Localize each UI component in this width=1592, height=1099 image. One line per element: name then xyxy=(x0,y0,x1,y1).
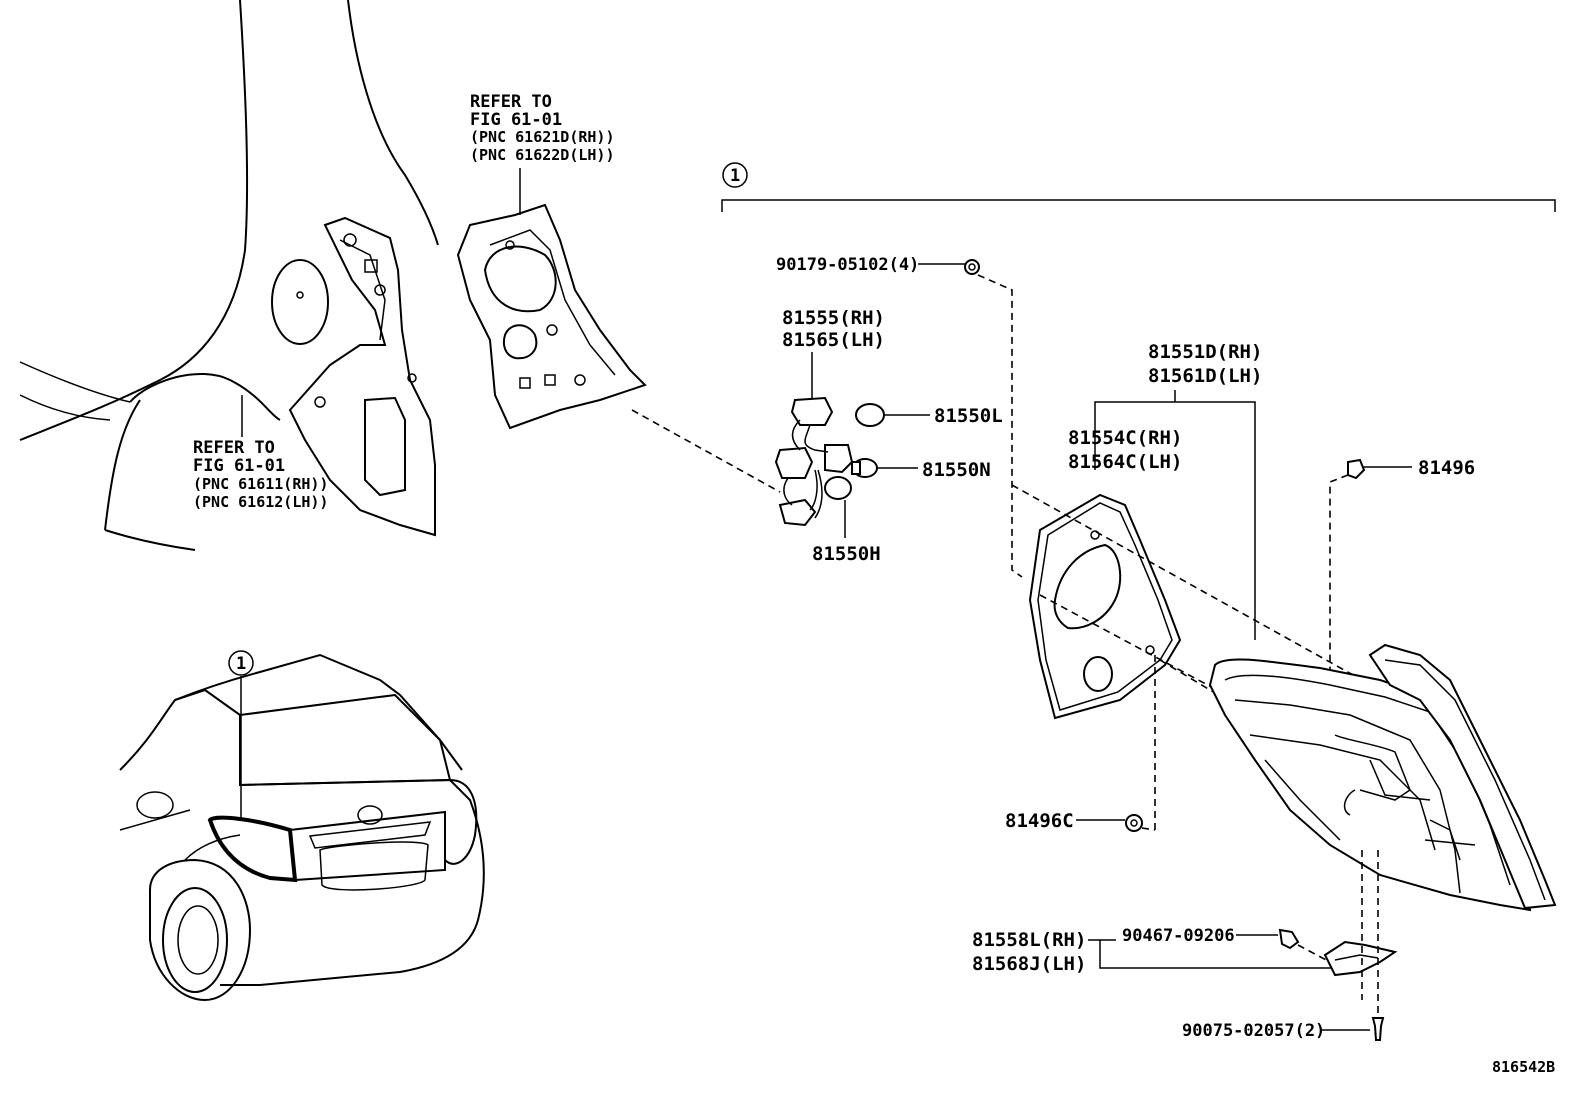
wheelhouse-panel xyxy=(288,216,436,537)
label-81558L: 81558L(RH) xyxy=(972,929,1086,951)
label-81496: 81496 xyxy=(1418,457,1475,479)
car-rear-view xyxy=(119,653,485,1002)
label-81550L: 81550L xyxy=(934,405,1003,427)
refer-upper-line3: (PNC 61621D(RH)) xyxy=(470,128,615,146)
label-81555: 81555(RH) xyxy=(782,307,885,329)
clip-81496C xyxy=(1125,814,1143,832)
screw-90467 xyxy=(1278,928,1300,950)
socket-wire-81555 xyxy=(774,396,854,527)
refer-lower-line1: REFER TO xyxy=(193,438,275,458)
bulb-81550N xyxy=(851,458,878,478)
label-90179: 90179-05102(4) xyxy=(776,255,919,275)
label-81550H: 81550H xyxy=(812,543,881,565)
leader-81558L xyxy=(1088,939,1340,969)
refer-lower-line3: (PNC 61611(RH)) xyxy=(193,475,328,493)
label-90075: 90075-02057(2) xyxy=(1182,1021,1325,1041)
refer-upper-line1: REFER TO xyxy=(470,92,552,112)
screw-81496 xyxy=(1347,458,1366,480)
dash-90467 xyxy=(1297,944,1331,963)
gasket-81554C xyxy=(1028,493,1182,720)
callout-assembly-text: 1 xyxy=(730,166,740,186)
label-81550N: 81550N xyxy=(922,459,991,481)
lamp-housing-panel xyxy=(456,203,647,430)
tail-lamp-assembly xyxy=(1208,643,1557,912)
refer-upper-line2: FIG 61-01 xyxy=(470,110,562,130)
assembly-bracket: 1 xyxy=(721,162,1556,212)
callout-circle-car xyxy=(228,650,254,676)
figure-id: 816542B xyxy=(1492,1058,1555,1076)
bulb-81550L xyxy=(855,403,885,427)
label-81568J: 81568J(LH) xyxy=(972,953,1086,975)
dash-81496 xyxy=(1329,474,1349,690)
nut-90179 xyxy=(964,259,980,275)
label-81554C: 81554C(RH) xyxy=(1068,427,1182,449)
label-90467: 90467-09206 xyxy=(1122,926,1235,946)
label-81565: 81565(LH) xyxy=(782,329,885,351)
dash-gasket-upper xyxy=(1011,484,1381,691)
label-81496C: 81496C xyxy=(1005,810,1074,832)
refer-lower-line2: FIG 61-01 xyxy=(193,456,285,476)
bracket-81558L xyxy=(1323,940,1398,977)
refer-lower-line4: (PNC 61612(LH)) xyxy=(193,493,328,511)
callout-car-text: 1 xyxy=(236,654,246,674)
bulb-81550H xyxy=(824,476,852,500)
dash-81496C-short xyxy=(1141,827,1156,831)
label-81564C: 81564C(LH) xyxy=(1068,451,1182,473)
label-81561D: 81561D(LH) xyxy=(1148,365,1262,387)
quarter-panel-outer xyxy=(19,0,439,551)
dash-90179 xyxy=(977,274,1023,578)
dash-housing-socket xyxy=(631,409,781,493)
screw-90075 xyxy=(1371,1017,1385,1041)
label-81551D: 81551D(RH) xyxy=(1148,341,1262,363)
refer-upper-line4: (PNC 61622D(LH)) xyxy=(470,146,615,164)
